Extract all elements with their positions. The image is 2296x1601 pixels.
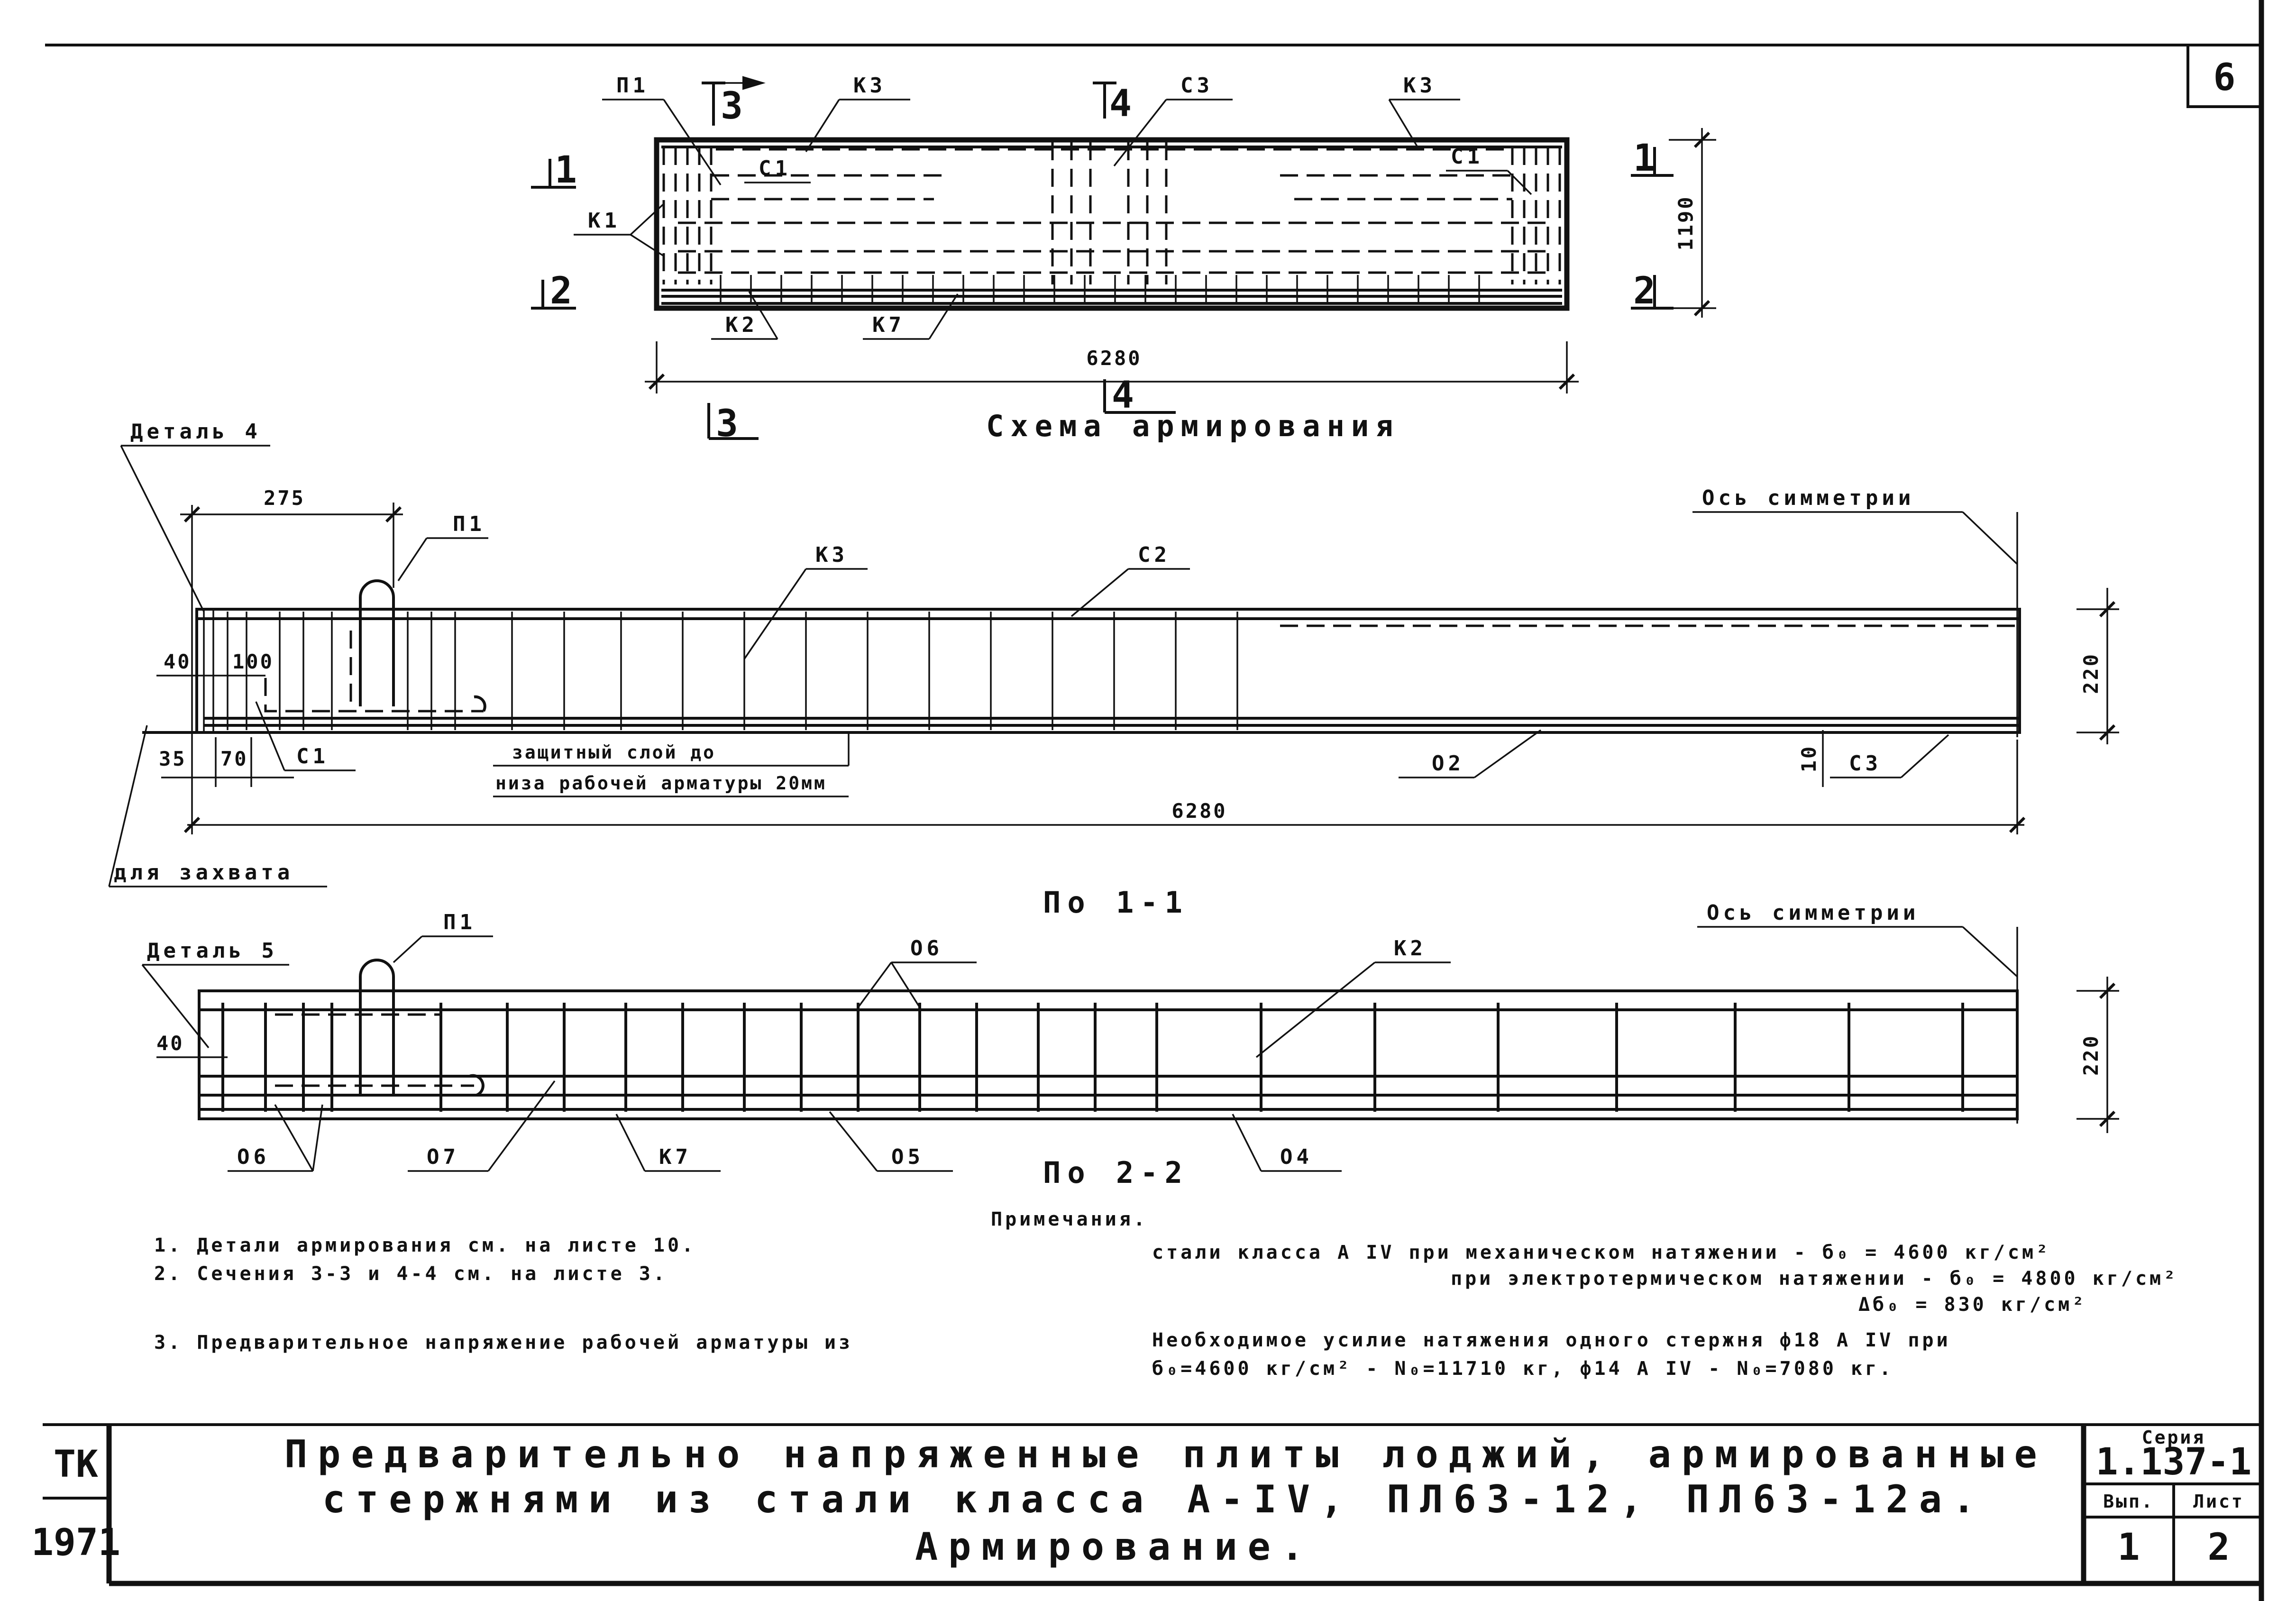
- note-3-line-5: б₀=4600 кг/см² - N₀=11710 кг, ф14 А IV -…: [1152, 1358, 1894, 1380]
- s11-label-cover-1: защитный слой до: [512, 742, 716, 763]
- issue-label: Вып.: [2103, 1491, 2154, 1512]
- s11-dim-40: 40: [164, 650, 192, 673]
- s11-label-cover-2: низа рабочей арматуры 20мм: [495, 773, 827, 794]
- svg-text:4: 4: [1109, 82, 1132, 125]
- s11-label-axis: Ось симметрии: [1702, 486, 1914, 510]
- s22-label-o6-top: О6: [910, 936, 943, 961]
- svg-text:1: 1: [1633, 137, 1656, 180]
- note-3-line-3: Δб₀ = 830 кг/см²: [1858, 1294, 2086, 1316]
- scheme-label-k1: К1: [588, 209, 621, 233]
- s11-dim-100: 100: [232, 650, 274, 673]
- scheme-label-k3-right: К3: [1403, 73, 1436, 98]
- s11-dim-35: 35: [159, 747, 187, 770]
- s22-label-p1: П1: [443, 910, 476, 934]
- scheme-title: Схема армирования: [986, 409, 1400, 443]
- s22-label-k7: К7: [659, 1145, 692, 1169]
- scheme-label-c1-left: С1: [759, 156, 791, 181]
- s11-dim-275: 275: [264, 486, 305, 510]
- s22-label-detail: Деталь 5: [147, 939, 278, 963]
- s11-label-grip: для захвата: [114, 860, 293, 885]
- s11-dim-6280: 6280: [1171, 799, 1227, 823]
- series-label: Серия: [2142, 1427, 2205, 1448]
- svg-text:2: 2: [550, 270, 572, 312]
- sheet-frame: [43, 0, 2264, 1601]
- scheme-label-c3: С3: [1180, 73, 1213, 98]
- s22-label-k2: К2: [1394, 936, 1427, 961]
- svg-text:3: 3: [721, 85, 743, 128]
- sheet-label: Лист: [2193, 1491, 2244, 1512]
- scheme-label-k3-left: К3: [853, 73, 886, 98]
- s22-label-o5: О5: [891, 1145, 924, 1169]
- s11-label-k3: К3: [815, 543, 848, 567]
- svg-text:1: 1: [555, 149, 577, 192]
- s11-dim-10: 10: [1797, 745, 1820, 773]
- scheme-label-k7: К7: [872, 313, 905, 337]
- section-2-2: Ось симметрии 220 40 Деталь 5 П1 О6 К2 О…: [141, 901, 2119, 1190]
- section-mark-1-right: 1: [1631, 137, 1674, 180]
- section-1-1: 275 40 100 35 70 6280 220 10 Деталь 4 Ос…: [108, 420, 2119, 920]
- section-mark-4-top: 4: [1093, 82, 1132, 125]
- section-mark-3-top: 3: [702, 76, 766, 128]
- scheme-label-c1-right: С1: [1451, 145, 1483, 169]
- title-line-3: Армирование.: [915, 1525, 1314, 1569]
- s22-label-o4: О4: [1280, 1145, 1313, 1169]
- s11-dim-220: 220: [2079, 652, 2103, 694]
- scheme-dim-length: 6280: [1086, 347, 1142, 370]
- section-mark-1-left: 1: [531, 149, 577, 192]
- s11-dim-70: 70: [220, 747, 248, 770]
- section-mark-2-right: 2: [1631, 270, 1674, 312]
- s22-dim-220: 220: [2079, 1034, 2103, 1076]
- note-1: 1. Детали армирования см. на листе 10.: [154, 1235, 696, 1256]
- s11-title: По 1-1: [1043, 885, 1189, 920]
- s11-label-c2: С2: [1138, 543, 1171, 567]
- svg-text:4: 4: [1112, 374, 1134, 417]
- scheme-dim-height: 1190: [1674, 195, 1697, 250]
- issue-value: 1: [2118, 1526, 2140, 1569]
- scheme-label-p1: П1: [616, 73, 649, 98]
- section-mark-2-left: 2: [531, 270, 576, 312]
- s22-title: По 2-2: [1043, 1155, 1189, 1190]
- s11-label-o2: О2: [1432, 751, 1464, 776]
- org-code: ТК: [54, 1443, 98, 1486]
- svg-text:2: 2: [1633, 270, 1656, 312]
- note-2: 2. Сечения 3-3 и 4-4 см. на листе 3.: [154, 1263, 668, 1285]
- title-line-2: стержнями из стали класса А-IV, ПЛ63-12,…: [322, 1477, 1985, 1521]
- svg-text:3: 3: [716, 403, 738, 445]
- scheme-label-k2: К2: [725, 313, 758, 337]
- notes-heading: Примечания.: [991, 1208, 1148, 1230]
- s11-label-c1: С1: [296, 744, 329, 768]
- section-mark-3-bottom: 3: [707, 403, 759, 445]
- sheet-value: 2: [2208, 1526, 2230, 1569]
- s11-label-detail: Деталь 4: [130, 420, 261, 444]
- s22-dim-40: 40: [156, 1032, 184, 1055]
- series-value: 1.137-1: [2096, 1441, 2252, 1483]
- notes: Примечания. 1. Детали армирования см. на…: [154, 1208, 2178, 1380]
- year: 1971: [31, 1521, 120, 1564]
- s22-label-o6-bottom: О6: [237, 1145, 270, 1169]
- sheet-number-box: 6: [2186, 44, 2263, 108]
- s11-label-c3: С3: [1849, 751, 1882, 776]
- note-3: 3. Предварительное напряжение рабочей ар…: [154, 1332, 853, 1354]
- note-3-line-2: при электротермическом натяжении - б₀ = …: [1451, 1268, 2178, 1290]
- title-line-1: Предварительно напряженные плиты лоджий,…: [284, 1432, 2048, 1476]
- note-3-line-4: Необходимое усилие натяжения одного стер…: [1152, 1329, 1951, 1351]
- note-3-line-1: стали класса А IV при механическом натяж…: [1152, 1242, 2050, 1263]
- s11-label-p1: П1: [453, 512, 485, 536]
- sheet-number: 6: [2214, 56, 2236, 99]
- s22-label-axis: Ось симметрии: [1707, 901, 1919, 925]
- s22-label-o7: О7: [427, 1145, 459, 1169]
- section-mark-4-bottom: 4: [1103, 374, 1176, 417]
- title-block: ТК 1971 Предварительно напряженные плиты…: [31, 1425, 2261, 1583]
- reinforcement-scheme: 6280 1190 П1 К3 С3 К3 С1 С1 К1 К2: [531, 73, 1716, 445]
